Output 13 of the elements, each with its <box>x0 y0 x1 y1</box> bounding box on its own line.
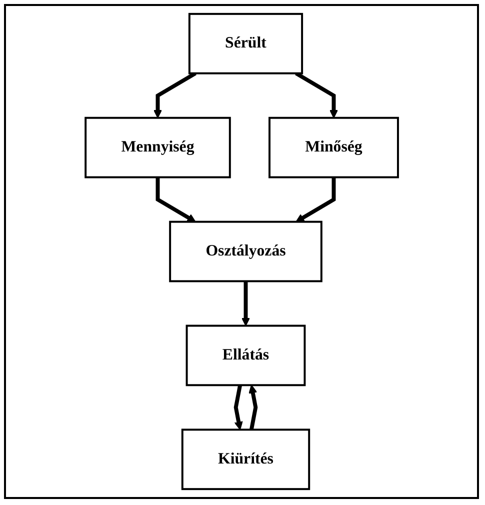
arrow <box>153 72 196 118</box>
arrow <box>155 177 196 222</box>
arrow <box>294 72 338 118</box>
arrow <box>241 281 250 326</box>
arrow <box>234 384 243 430</box>
node-box: Kiürítés <box>181 428 310 490</box>
arrow <box>248 384 258 430</box>
node-box: Mennyiség <box>84 116 231 178</box>
node-box: Sérült <box>188 12 303 74</box>
node-box: Osztályozás <box>168 220 322 282</box>
arrow <box>295 177 336 222</box>
node-box: Ellátás <box>186 324 306 386</box>
node-box: Minőség <box>268 116 399 178</box>
